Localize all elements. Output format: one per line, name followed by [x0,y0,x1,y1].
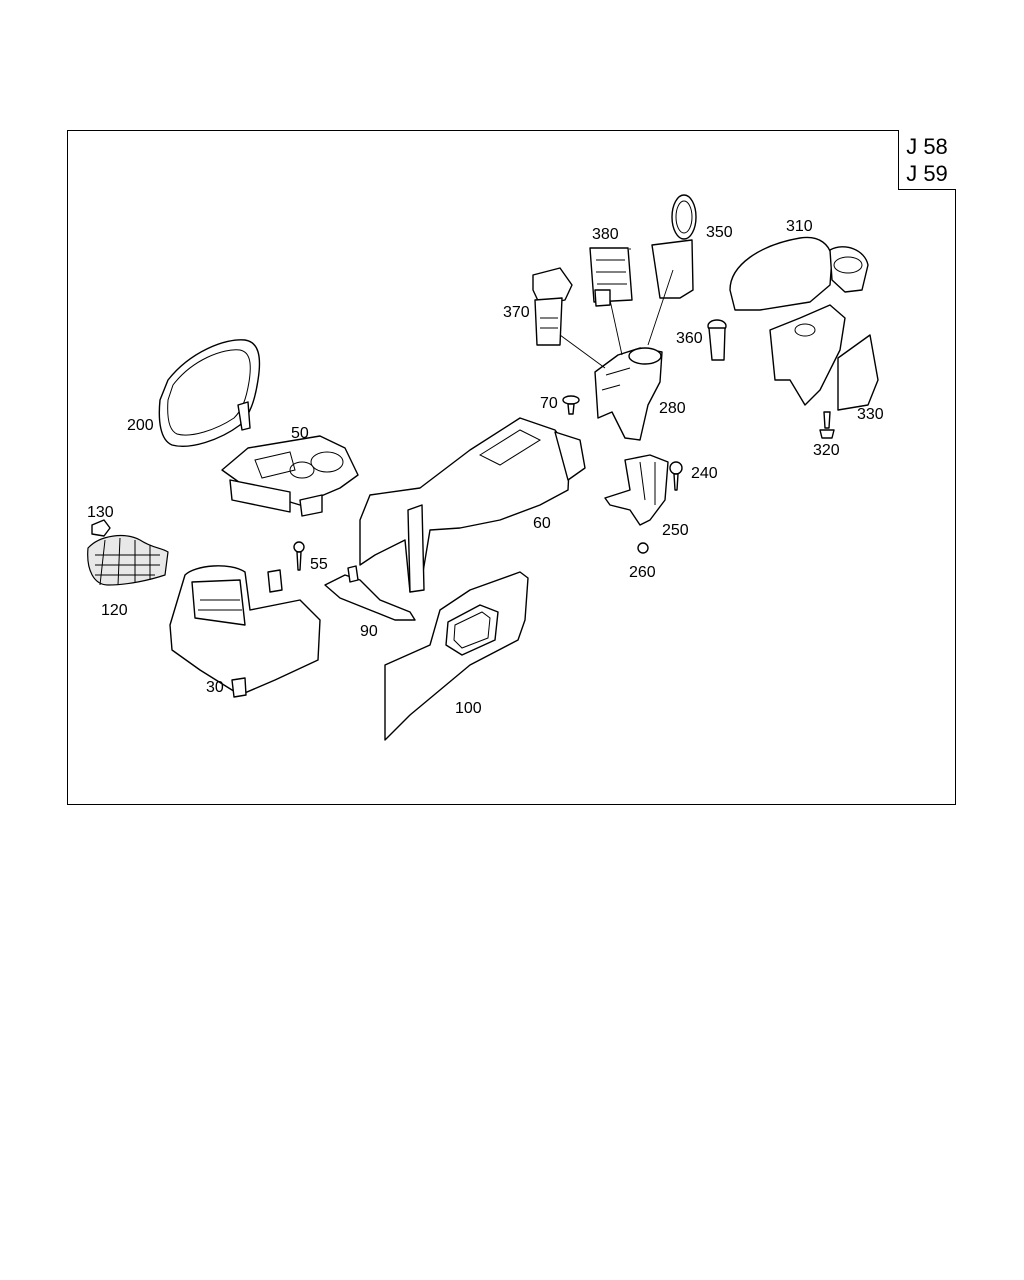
label-55: 55 [310,556,328,573]
part-280-cupholder-housing [594,347,663,441]
part-90-bracket [324,565,416,621]
part-310-armrest [729,236,869,406]
diagram-frame [67,130,956,805]
part-330-side-cover [837,334,879,411]
part-120-mesh-mat [87,534,169,586]
part-360-plug [707,319,727,361]
part-labels: 200 50 130 120 55 30 90 60 100 70 280 37… [87,218,884,717]
part-370-switch [532,267,573,346]
leader-lines [559,248,674,369]
part-100-side-panel [384,571,529,741]
part-30-lower-bracket [169,565,321,698]
label-350: 350 [706,224,733,241]
label-360: 360 [676,330,703,347]
label-30: 30 [206,679,224,696]
label-320: 320 [813,442,840,459]
label-50: 50 [291,425,309,442]
label-370: 370 [503,304,530,321]
label-310: 310 [786,218,813,235]
part-70-screw [562,395,580,415]
label-250: 250 [662,522,689,539]
part-260-clip [637,542,649,554]
part-240-screw [669,461,683,491]
part-130-clip [91,519,111,537]
page-reference-box: J 58 J 59 [898,130,956,190]
label-70: 70 [540,395,558,412]
label-240: 240 [691,465,718,482]
part-200-seal-ring [158,339,261,447]
part-380-socket-module [589,247,633,307]
part-320-screw [819,411,835,439]
label-200: 200 [127,417,154,434]
label-380: 380 [592,226,619,243]
label-260: 260 [629,564,656,581]
label-330: 330 [857,406,884,423]
label-120: 120 [101,602,128,619]
label-130: 130 [87,504,114,521]
label-100: 100 [455,700,482,717]
part-50-cover-panel [221,435,359,517]
label-60: 60 [533,515,551,532]
part-55-screw [293,541,305,571]
page-ref-1: J 58 [906,134,948,159]
label-280: 280 [659,400,686,417]
part-250-bracket [604,454,669,526]
part-350-lidded-cup [651,194,697,299]
page-ref-2: J 59 [906,161,948,186]
part-60-console-body [359,417,586,593]
label-90: 90 [360,623,378,640]
